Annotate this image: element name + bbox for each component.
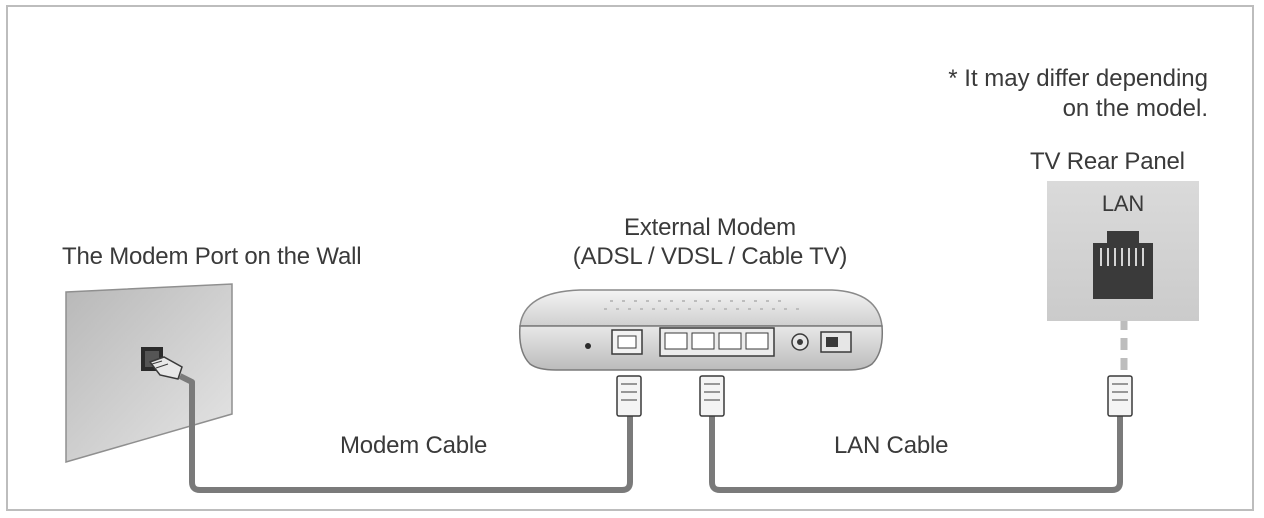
modem-title-label: External Modem xyxy=(624,214,796,241)
tv-rear-panel xyxy=(1047,181,1199,321)
model-note-line-1: * It may differ depending xyxy=(948,65,1208,92)
lan-plug-tv-icon xyxy=(1107,375,1133,417)
external-modem xyxy=(518,289,884,371)
model-note-line-2: on the model. xyxy=(1062,95,1208,122)
wall-plug-icon xyxy=(148,356,183,380)
modem-cable-label: Modem Cable xyxy=(340,432,488,459)
lan-port-label: LAN xyxy=(1101,191,1145,216)
lan-cable xyxy=(709,412,1123,493)
modem-types-label: (ADSL / VDSL / Cable TV) xyxy=(572,243,848,270)
lan-cable-label: LAN Cable xyxy=(834,432,949,459)
lan-port-icon xyxy=(1093,231,1153,299)
modem-indicator-led xyxy=(585,343,591,349)
tv-rear-panel-label: TV Rear Panel xyxy=(1030,148,1185,175)
modem-cable-plug-icon xyxy=(616,375,642,417)
lan-plug-modem-icon xyxy=(699,375,725,417)
wall-panel xyxy=(65,283,233,463)
wall-port-label: The Modem Port on the Wall xyxy=(62,243,362,270)
model-note: * It may differ depending on the model. xyxy=(948,64,1208,124)
modem-cable xyxy=(178,373,633,493)
